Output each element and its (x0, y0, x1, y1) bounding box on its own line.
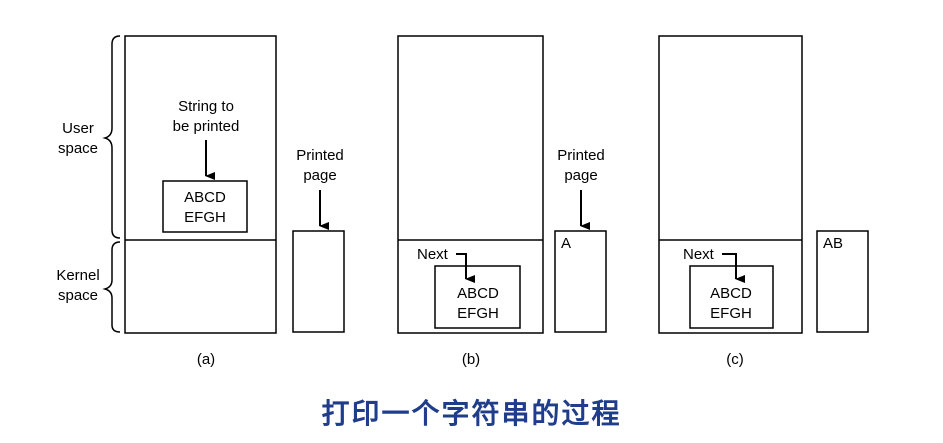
user-space-label-line2: space (58, 140, 98, 157)
printed-page-b (554, 230, 607, 333)
buffer-line1-b: ABCD (457, 285, 499, 302)
string-buffer-a (162, 180, 248, 233)
printed-page-label-line1-a: Printed (296, 147, 344, 164)
next-pointer-arrow-c (722, 253, 745, 283)
buffer-line2-c: EFGH (710, 305, 752, 322)
user-space-brace (102, 35, 121, 239)
printed-page-c (816, 230, 869, 333)
user-space-label-line1: User (62, 120, 94, 137)
memory-box-c (658, 35, 803, 334)
figure-title: 打印一个字符串的过程 (321, 397, 622, 430)
next-pointer-arrow-b (456, 253, 475, 283)
kernel-buffer-c (689, 265, 774, 329)
printed-page-content-c: AB (823, 235, 843, 252)
printed-page-a (292, 230, 345, 333)
printed-page-content-b: A (561, 235, 571, 252)
panel-b: Next ABCD EFGH Printed page A (b) (397, 35, 607, 368)
printed-page-label-line1-b: Printed (557, 147, 605, 164)
kernel-space-label-line2: space (58, 287, 98, 304)
buffer-line1-c: ABCD (710, 285, 752, 302)
panel-a: String to be printed ABCD EFGH Printed p… (124, 35, 345, 368)
caption-b: (b) (462, 351, 480, 368)
caption-a: (a) (197, 351, 215, 368)
string-to-be-printed-label-line1: String to (178, 98, 234, 115)
panel-c: Next ABCD EFGH AB (c) (658, 35, 869, 368)
memory-box-b (397, 35, 544, 334)
buffer-line1-a: ABCD (184, 189, 226, 206)
caption-c: (c) (726, 351, 744, 368)
memory-box-a (124, 35, 277, 334)
kernel-buffer-b (434, 265, 521, 329)
buffer-line2-b: EFGH (457, 305, 499, 322)
kernel-space-brace (102, 241, 121, 333)
buffer-line2-a: EFGH (184, 209, 226, 226)
printed-page-label-line2-a: page (303, 167, 336, 184)
kernel-space-label-line1: Kernel (56, 267, 99, 284)
next-pointer-label-b: Next (417, 246, 449, 263)
next-pointer-label-c: Next (683, 246, 715, 263)
printed-page-label-line2-b: page (564, 167, 597, 184)
string-to-be-printed-label-line2: be printed (173, 118, 240, 135)
